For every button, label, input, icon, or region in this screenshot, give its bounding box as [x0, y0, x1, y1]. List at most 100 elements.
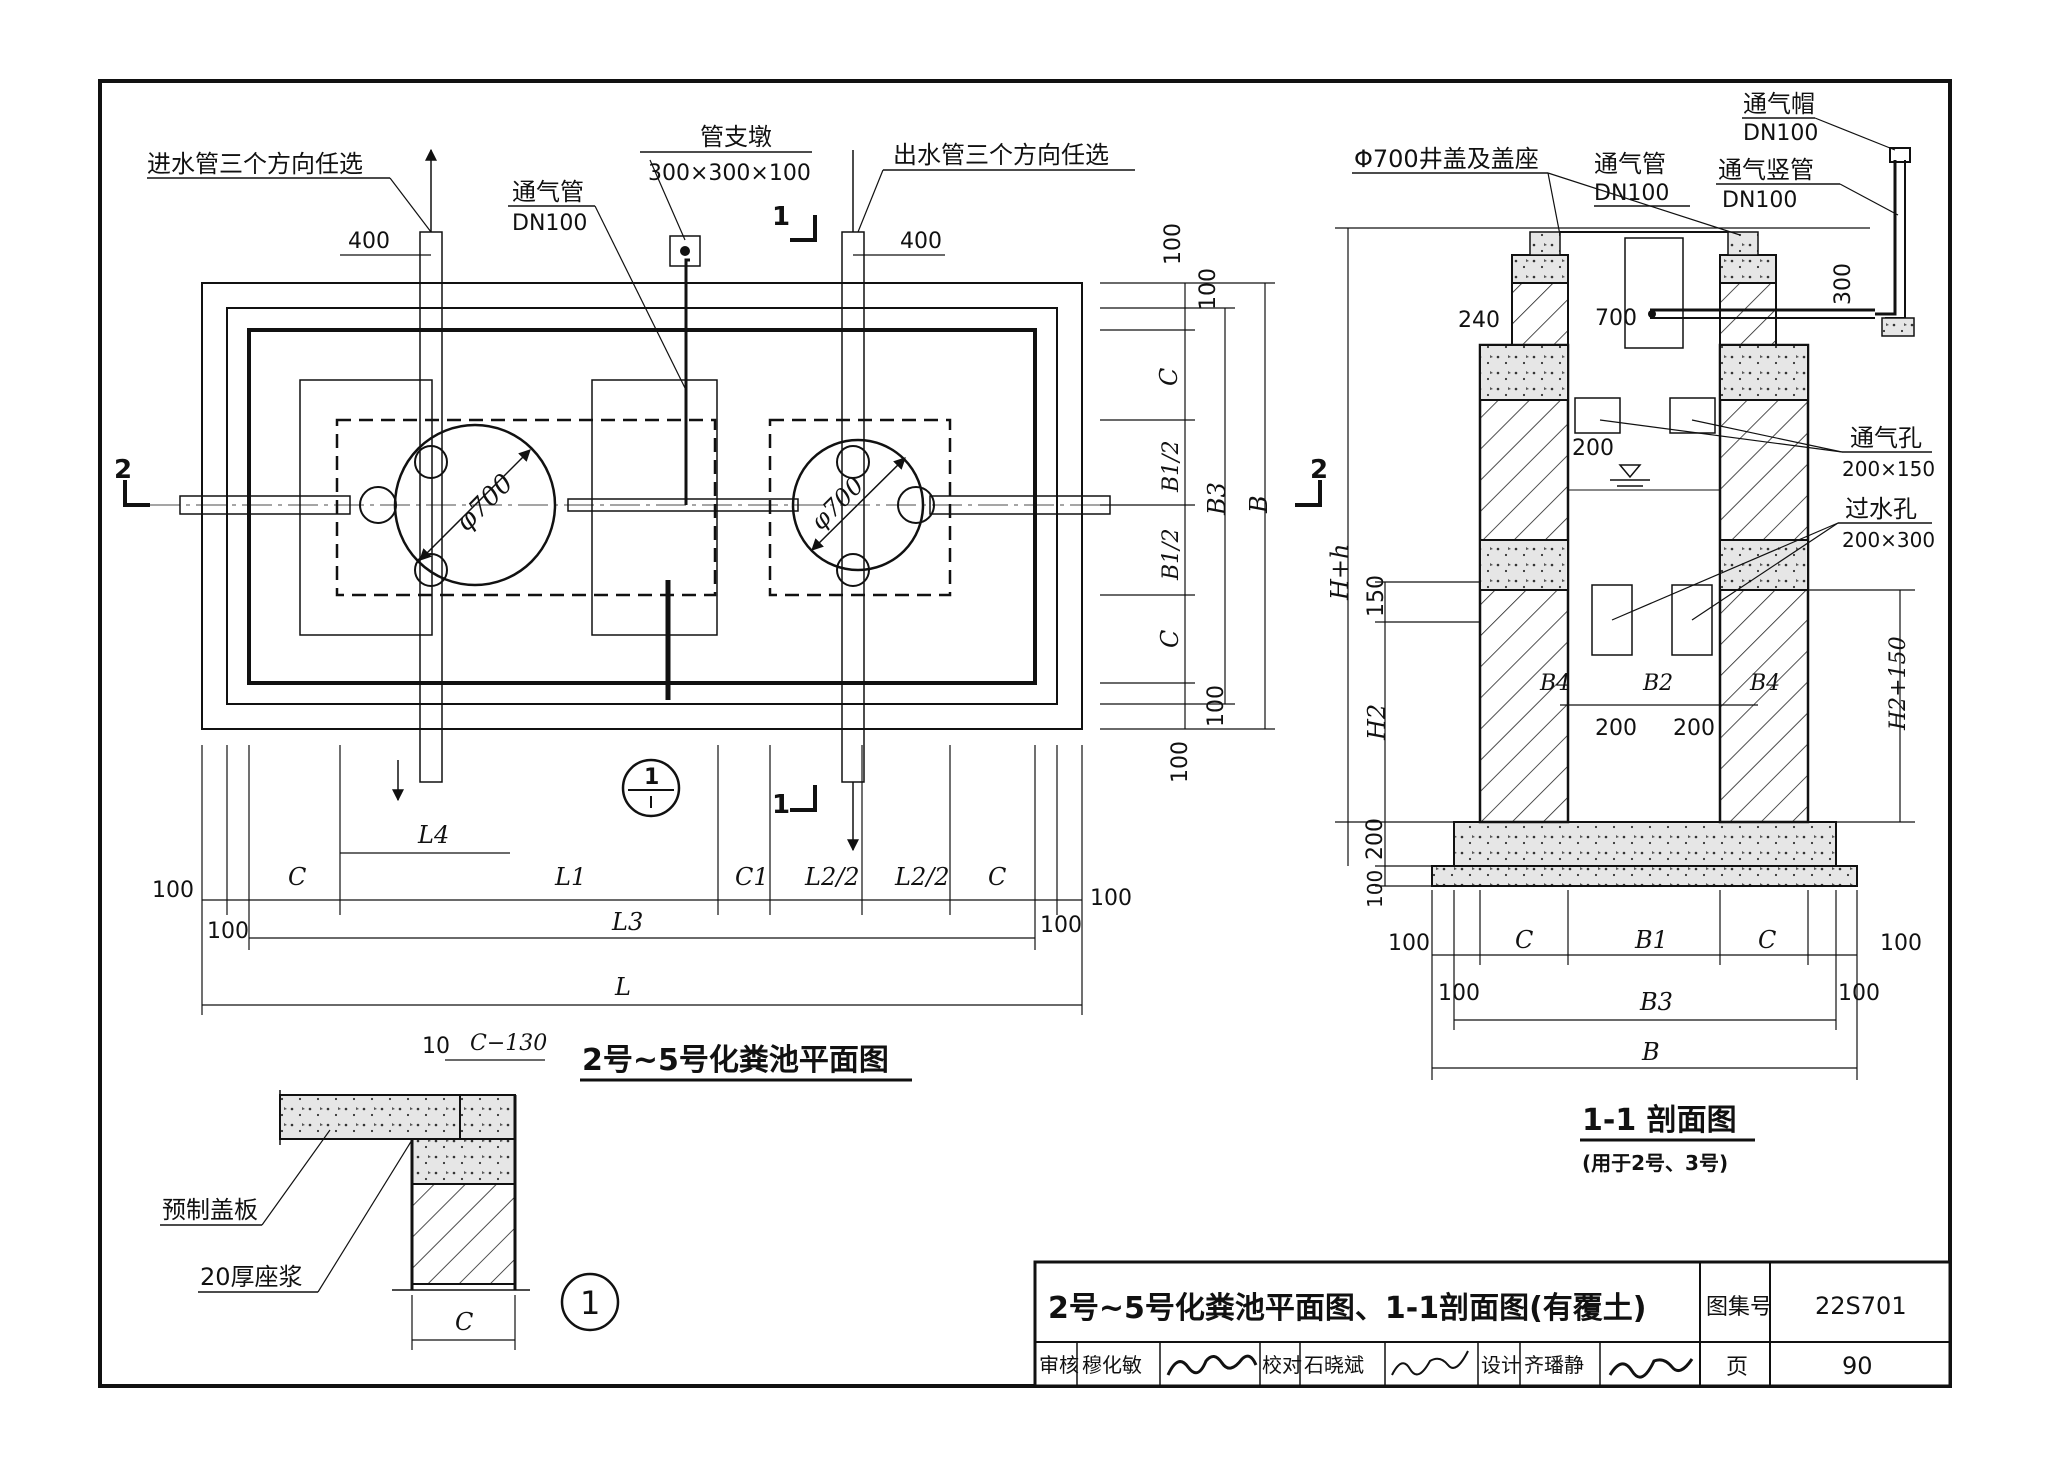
section-dim-200-a: 200: [1595, 716, 1637, 741]
sheet-frame: [98, 79, 1952, 1388]
plan-dim-B3: B3: [1203, 482, 1231, 516]
mortar-label: 20厚座浆: [200, 1263, 303, 1291]
section-dim-B3: B3: [1639, 988, 1673, 1016]
section-dim-B4-right: B4: [1749, 671, 1780, 696]
section-dim-Hh: H+h: [1326, 544, 1354, 602]
detail-dim-C: C: [455, 1308, 473, 1336]
designer-signature: [1608, 1358, 1694, 1379]
manhole-dia-left: φ700: [450, 468, 519, 537]
plan-dim-L2half-a: L2/2: [804, 863, 860, 891]
plan-dim-L1: L1: [554, 863, 586, 891]
plan-dim-100-a: 100: [152, 878, 194, 903]
reviewer-name: 穆化敏: [1082, 1353, 1142, 1377]
section-dim-100-b1: 100: [1388, 931, 1430, 956]
plan-dim-C1: C1: [735, 863, 769, 891]
detail-dim-10: 10: [422, 1034, 450, 1059]
section-dim-B2: B2: [1642, 671, 1673, 696]
plan-dim-100-r1: 100: [1161, 223, 1186, 265]
atlas-number: 22S701: [1815, 1292, 1907, 1320]
section-view: 通气帽 DN100 通气竖管 DN100 Φ700井盖及盖座 通气管 DN100…: [1326, 90, 1935, 1175]
plan-dim-C-r2: C: [1156, 630, 1184, 648]
atlas-label: 图集号: [1706, 1295, 1772, 1320]
vent-size: DN100: [512, 211, 587, 236]
section-dim-100-base: 100: [1363, 870, 1387, 908]
plan-dim-C-right: C: [988, 863, 1006, 891]
plan-title: 2号~5号化粪池平面图: [582, 1043, 889, 1078]
vent-cap-size: DN100: [1743, 121, 1818, 146]
plan-dim-100-r4: 100: [1168, 741, 1193, 783]
detail-circle-ref: 1: [580, 1284, 600, 1322]
section-mark-1-bottom: 1: [772, 790, 790, 820]
section-dim-C-left: C: [1515, 926, 1533, 954]
section-mark-1-top: 1: [772, 202, 790, 232]
manhole-cover-label: Φ700井盖及盖座: [1354, 145, 1539, 173]
water-hole-label: 过水孔: [1845, 495, 1917, 523]
plan-dim-100-d: 100: [1040, 913, 1082, 938]
plan-dim-100-b: 100: [1090, 886, 1132, 911]
review-label: 审核: [1039, 1353, 1079, 1377]
check-label: 校对: [1262, 1353, 1302, 1377]
inlet-note: 进水管三个方向任选: [147, 150, 363, 178]
plan-dim-400-left: 400: [348, 229, 390, 254]
title-block: 2号~5号化粪池平面图、1-1剖面图(有覆土) 图集号 22S701 审核 穆化…: [1033, 1260, 1952, 1388]
plan-dim-400-right: 400: [900, 229, 942, 254]
vent-riser-label: 通气竖管: [1718, 156, 1814, 184]
water-hole-size: 200×300: [1842, 528, 1935, 552]
section-dim-B4-left: B4: [1539, 671, 1570, 696]
section-subtitle: (用于2号、3号): [1582, 1151, 1728, 1175]
detail-1: 10 C−130 C 预制盖板 20厚座浆 1: [160, 1031, 620, 1350]
section-dim-H2-150: H2+150: [1886, 636, 1911, 731]
plan-view: 2 2 1 1 1 进水管三个方向任选 出水管三个方向任选 管支墩 300×30…: [114, 123, 1328, 1082]
plan-dim-L: L: [614, 973, 631, 1001]
section-dim-300: 300: [1831, 263, 1856, 305]
vent-cap-label: 通气帽: [1743, 90, 1815, 118]
checker-name: 石晓斌: [1304, 1353, 1364, 1377]
section-dim-100-b2: 100: [1880, 931, 1922, 956]
plan-dim-L3: L3: [611, 908, 643, 936]
section-dim-200-b: 200: [1673, 716, 1715, 741]
section-dim-B1: B1: [1634, 926, 1668, 954]
vent-hole-label: 通气孔: [1850, 424, 1922, 452]
reviewer-signature: [1166, 1354, 1258, 1376]
plan-dim-L4: L4: [417, 821, 449, 849]
outlet-note: 出水管三个方向任选: [893, 141, 1109, 169]
detail-dim-C130: C−130: [470, 1031, 547, 1056]
vent-pipe-label: 通气管: [1594, 150, 1666, 178]
plan-dim-100-c: 100: [207, 919, 249, 944]
section-mark-2-left: 2: [114, 455, 132, 485]
vent-hole-size: 200×150: [1842, 457, 1935, 481]
section-dim-100-b3: 100: [1438, 981, 1480, 1006]
section-dim-200-vent: 200: [1572, 436, 1614, 461]
section-dim-100-b4: 100: [1838, 981, 1880, 1006]
section-dim-C-right: C: [1758, 926, 1776, 954]
title-block-title: 2号~5号化粪池平面图、1-1剖面图(有覆土): [1048, 1291, 1647, 1326]
page-number: 90: [1842, 1352, 1873, 1380]
plan-dim-100-r2: 100: [1196, 268, 1221, 310]
support-label: 管支墩: [700, 123, 772, 151]
support-size: 300×300×100: [648, 161, 811, 186]
section-dim-H2: H2: [1363, 704, 1391, 741]
section-dim-700: 700: [1595, 306, 1637, 331]
checker-signature: [1391, 1350, 1469, 1376]
precast-cover-label: 预制盖板: [162, 1196, 258, 1224]
vent-riser-size: DN100: [1722, 188, 1797, 213]
plan-dim-B1half-r2: B1/2: [1159, 528, 1184, 581]
section-mark-2-right: 2: [1310, 455, 1328, 485]
plan-dim-B1half-r1: B1/2: [1159, 440, 1184, 493]
section-dim-200-base: 200: [1363, 818, 1388, 860]
plan-dim-L2half-b: L2/2: [894, 863, 950, 891]
section-dim-240: 240: [1458, 308, 1500, 333]
design-label: 设计: [1481, 1353, 1521, 1377]
designer-name: 齐璠静: [1524, 1353, 1584, 1377]
plan-dim-C-r1: C: [1155, 368, 1183, 386]
plan-dim-C-left: C: [288, 863, 306, 891]
plan-dim-B: B: [1245, 495, 1273, 514]
detail-bubble-ref: 1: [644, 765, 659, 790]
section-dim-150: 150: [1364, 575, 1389, 617]
section-title: 1-1 剖面图: [1582, 1103, 1737, 1138]
section-dim-B: B: [1641, 1038, 1660, 1066]
page-label: 页: [1726, 1355, 1748, 1380]
vent-pipe-size: DN100: [1594, 181, 1669, 206]
plan-dim-100-r3: 100: [1204, 685, 1229, 727]
